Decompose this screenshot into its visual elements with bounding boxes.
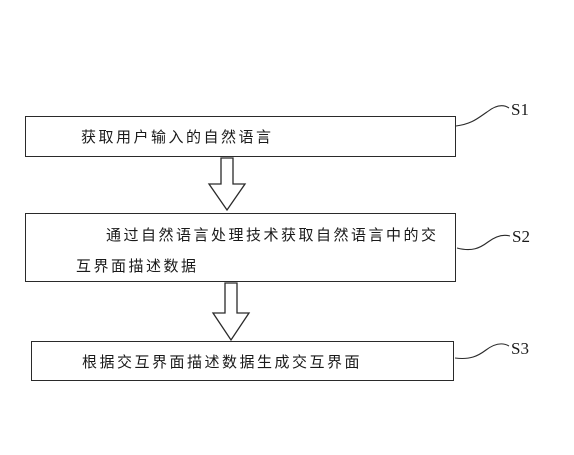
step-box-s2: 通过自然语言处理技术获取自然语言中的交互界面描述数据 — [25, 213, 456, 282]
step-box-s3: 根据交互界面描述数据生成交互界面 — [31, 341, 454, 381]
leader-line-s3 — [454, 343, 510, 360]
leader-line-s2 — [456, 234, 511, 251]
step-label-s2: S2 — [512, 227, 530, 246]
step-text-s1: 获取用户输入的自然语言 — [81, 128, 274, 146]
down-arrow-2 — [211, 282, 251, 342]
leader-line-s1 — [455, 105, 510, 127]
step-text-s3: 根据交互界面描述数据生成交互界面 — [82, 353, 363, 371]
step-box-s1: 获取用户输入的自然语言 — [25, 116, 456, 157]
down-arrow-1 — [207, 157, 247, 212]
step-text-s2: 通过自然语言处理技术获取自然语言中的交互界面描述数据 — [76, 226, 439, 275]
step-label-s3: S3 — [511, 339, 529, 358]
step-label-s1: S1 — [511, 100, 529, 119]
